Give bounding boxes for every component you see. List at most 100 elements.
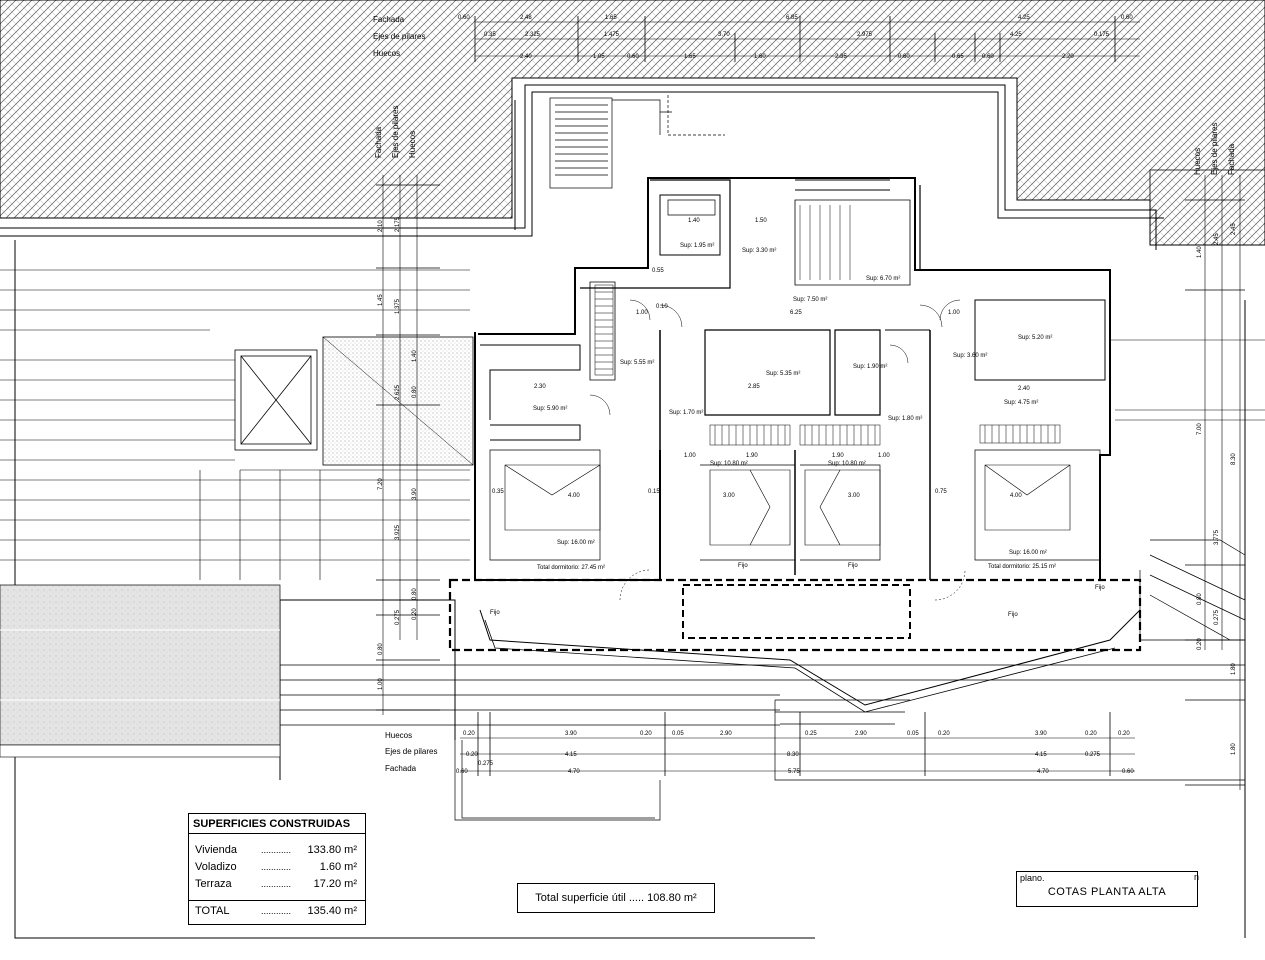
dim-value: 0.35: [492, 489, 504, 495]
door-swings: [589, 299, 966, 601]
exterior-stairs: [549, 95, 725, 189]
dimension-lines-top: [474, 16, 1140, 62]
room-area-label: Sup: 1.90 m²: [853, 364, 887, 370]
dim-value: 0.60: [458, 15, 470, 21]
dim-value: 4.00: [568, 493, 580, 499]
dim-value: 0.20: [1118, 731, 1130, 737]
dim-value: 1.90: [832, 453, 844, 459]
dim-value: 2.90: [855, 731, 867, 737]
room-area-label: Sup: 5.90 m²: [533, 406, 567, 412]
dim-value: 1.45: [378, 294, 384, 306]
dim-value: 1.00: [948, 310, 960, 316]
dim-value: 0.175: [1094, 32, 1110, 38]
dim-value: 8.30: [787, 752, 799, 758]
dim-value: 1.00: [684, 453, 696, 459]
dim-value: 1.80: [1231, 663, 1237, 675]
dim-value: 0.25: [805, 731, 817, 737]
dim-value: 2.30: [534, 384, 546, 390]
dim-value: 0.80: [412, 588, 418, 600]
dim-value: 0.60: [456, 769, 468, 775]
dim-value: 0.20: [412, 608, 418, 620]
room-area-label: Sup: 3.30 m²: [742, 248, 776, 254]
room-area-label: Sup: 3.60 m²: [953, 353, 987, 359]
label-huecos-left: Huecos: [408, 131, 417, 158]
dim-value: 1.00: [878, 453, 890, 459]
dim-value: 1.40: [1197, 246, 1203, 258]
dim-value: 8.30: [1231, 453, 1237, 465]
label-fachada-right: Fachada: [1227, 143, 1236, 175]
wardrobes: [594, 284, 1061, 446]
dim-value: 1.475: [604, 32, 620, 38]
label-fachada-bottom: Fachada: [385, 764, 417, 773]
dim-value: 1.50: [755, 218, 767, 224]
plan-label: plano.: [1020, 873, 1045, 883]
room-area-label: Sup: 16.00 m²: [557, 540, 595, 546]
dim-value: 1.40: [688, 218, 700, 224]
dim-value: 2.90: [720, 731, 732, 737]
surface-name: Voladizo: [195, 861, 237, 873]
surface-name: Terraza: [195, 878, 232, 890]
plan-title: COTAS PLANTA ALTA: [1047, 886, 1167, 898]
dim-value: 0.20: [640, 731, 652, 737]
dim-value: 2.10: [378, 220, 384, 232]
label-ejes-right: Ejes de pilares: [1210, 123, 1219, 175]
label-huecos-bottom: Huecos: [385, 731, 412, 740]
dim-value: 4.00: [1010, 493, 1022, 499]
lower-terrace: [280, 539, 1246, 821]
room-area-label: Sup: 5.35 m²: [766, 371, 800, 377]
terrace-outline: [448, 578, 1142, 713]
plan-corner-mark: n: [1194, 872, 1200, 882]
house-walls: [474, 177, 1111, 581]
plan-title-block: plano. COTAS PLANTA ALTA: [1016, 871, 1198, 907]
dim-value: 0.65: [952, 54, 964, 60]
dim-value: 4.70: [568, 769, 580, 775]
room-area-label: Sup: 4.75 m²: [1004, 400, 1038, 406]
dim-value: 2.48: [520, 15, 532, 21]
terrace-lines: [0, 269, 470, 580]
label-ejes-left: Ejes de pilares: [391, 106, 400, 158]
dim-value: 2.175: [395, 216, 401, 232]
surface-separator: [189, 900, 365, 901]
room-area-label: Sup: 7.50 m²: [793, 297, 827, 303]
fixed-window-label: Fijo: [1008, 612, 1018, 618]
surface-dots: ............: [261, 862, 292, 872]
dim-value: 0.20: [1085, 731, 1097, 737]
dim-values-huecos-bottom: 0.20 3.90 0.20 0.05 2.90 0.25 2.90 0.05 0.20 3.90…: [463, 731, 1130, 737]
dim-value: 4.15: [1035, 752, 1047, 758]
dim-value: 0.60: [627, 54, 639, 60]
room-area-label: Sup: 6.70 m²: [866, 276, 900, 282]
room-area-label: Sup: 16.00 m²: [1009, 550, 1047, 556]
label-fachada-left: Fachada: [374, 126, 383, 158]
room-area-label: Total dormitorio: 25.15 m²: [988, 564, 1056, 570]
label-huecos-right: Huecos: [1193, 148, 1202, 175]
dim-value: 1.60: [754, 54, 766, 60]
dim-value: 0.05: [672, 731, 684, 737]
dim-value: 0.275: [1085, 752, 1101, 758]
room-area-label: Sup: 1.70 m²: [669, 410, 703, 416]
dim-value: 1.90: [746, 453, 758, 459]
room-area-label: Sup: 1.80 m²: [888, 416, 922, 422]
dim-value: 3.90: [412, 488, 418, 500]
dim-value: 3.90: [1035, 731, 1047, 737]
dim-value: 2.325: [525, 32, 541, 38]
dim-value: 1.00: [636, 310, 648, 316]
dim-value: 3.775: [1214, 529, 1220, 545]
dim-value: 3.90: [565, 731, 577, 737]
dim-value: 2.625: [395, 384, 401, 400]
dimension-lines-right: [1185, 175, 1245, 790]
dim-value: 1.00: [378, 678, 384, 690]
label-fachada-top: Fachada: [373, 15, 405, 24]
label-ejes-bottom: Ejes de pilares: [385, 747, 437, 756]
dim-value: 0.75: [935, 489, 947, 495]
dim-value: 3.00: [723, 493, 735, 499]
dim-value: 0.05: [907, 731, 919, 737]
